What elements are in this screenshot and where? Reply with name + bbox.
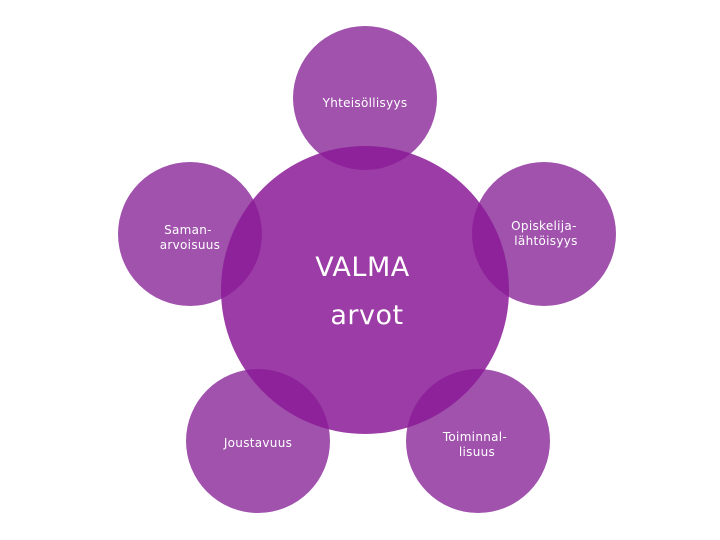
label-joustavuus: Joustavuus	[223, 436, 292, 450]
label-yhteisollisyys: Yhteisöllisyys	[322, 96, 408, 110]
satellite-circle-top	[293, 26, 437, 170]
label-samanarvoisuus: Saman- arvoisuus	[160, 223, 220, 252]
label-opiskelijalahtoisyys: Opiskelija- lähtöisyys	[511, 219, 581, 248]
satellite-circle-right	[472, 162, 616, 306]
center-title: VALMA arvot	[315, 252, 419, 331]
label-toiminnallisuus: Toiminnal- lisuus	[442, 430, 511, 459]
center-circle	[221, 146, 509, 434]
